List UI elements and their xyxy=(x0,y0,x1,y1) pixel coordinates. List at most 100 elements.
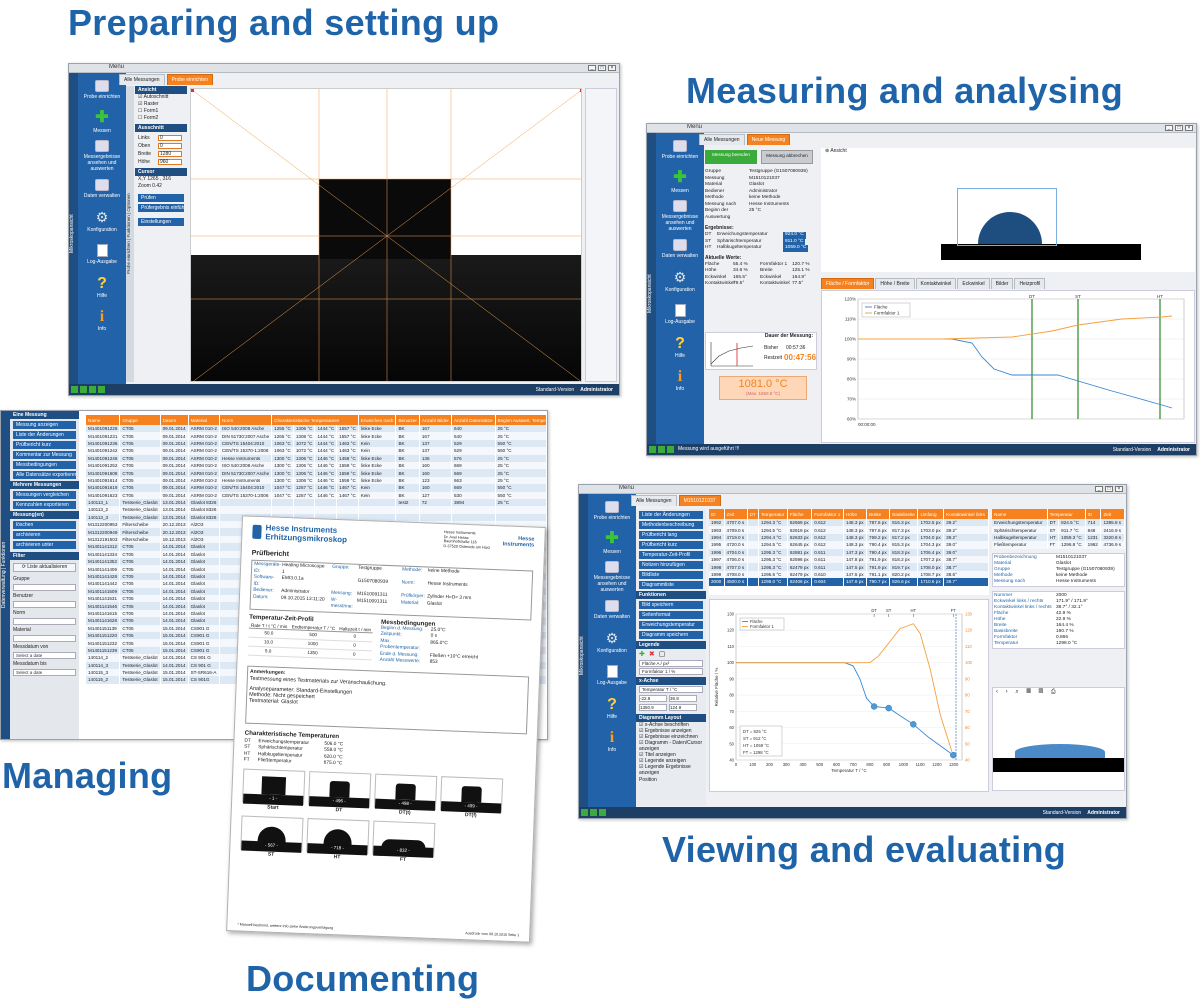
filter-select[interactable] xyxy=(13,601,76,608)
manage-action-button[interactable]: Messbedingungen xyxy=(13,461,76,469)
layout-option[interactable]: ☑ Diagramm - Daten/Cursor anzeigen xyxy=(636,740,706,752)
status-icon[interactable] xyxy=(80,386,87,393)
nav-messen[interactable]: ✚Messen xyxy=(656,166,704,199)
right-scroll-panel[interactable] xyxy=(585,88,617,382)
function-button[interactable]: Liste der Änderungen xyxy=(639,511,703,519)
layout-option[interactable]: ☑ Legende Ergebnisse anzeigen xyxy=(636,764,706,776)
manage-action-button[interactable]: archivieren xyxy=(13,531,76,539)
stop-measure-button[interactable]: Messung beenden xyxy=(705,150,757,164)
column-header[interactable]: Kontaktwinkel links xyxy=(943,509,989,519)
xaxis-select[interactable]: Temperatur T / °C xyxy=(639,686,703,693)
column-header[interactable]: Gruppe xyxy=(119,415,161,425)
column-header[interactable]: Charakteristische Temperaturen xyxy=(271,415,359,425)
date-from-input[interactable]: Select a date xyxy=(13,652,76,659)
image-toolbar[interactable]: ‹ › ⌕ ▦ ▤ ⎙ xyxy=(996,689,1059,695)
nav-data[interactable]: Daten verwalten xyxy=(656,232,704,265)
column-header[interactable]: Anzahl Bilder xyxy=(419,415,452,425)
status-icon[interactable] xyxy=(599,809,606,816)
tab-corner-angle[interactable]: Eckwinkel xyxy=(957,278,990,289)
tab-height-width[interactable]: Höhe / Breite xyxy=(875,278,915,289)
field-breite-input[interactable]: 1280 xyxy=(158,151,182,157)
manage-action-button[interactable]: Prüfbericht kurz xyxy=(13,441,76,449)
function-button[interactable]: Erweichungstemperatur xyxy=(639,621,703,629)
tab-area-formfactor[interactable]: Fläche / Formfaktor xyxy=(821,278,875,289)
function-button[interactable]: Seitenformat xyxy=(639,611,703,619)
minimize-icon[interactable]: _ xyxy=(1095,486,1103,492)
pruefen-button[interactable]: Prüfen xyxy=(138,194,184,202)
nav-log[interactable]: Log-Ausgabe xyxy=(78,238,126,271)
status-icon[interactable] xyxy=(649,446,656,453)
column-header[interactable]: Fläche xyxy=(787,509,813,519)
column-header[interactable]: Breite xyxy=(866,509,891,519)
status-icon[interactable] xyxy=(590,809,597,816)
result-point[interactable] xyxy=(885,704,892,712)
abort-measure-button[interactable]: Messung abbrechen xyxy=(761,150,813,164)
column-header[interactable]: Zeit xyxy=(1100,509,1125,519)
view-image[interactable]: ‹ › ⌕ ▦ ▤ ⎙ xyxy=(992,687,1125,791)
live-camera[interactable]: ⊕ Ansicht xyxy=(821,148,1195,272)
pruefergebnis-button[interactable]: Prüfergebnis einführen xyxy=(138,204,184,212)
column-header[interactable]: Temperatur xyxy=(758,509,788,519)
filter-select[interactable] xyxy=(13,618,76,625)
tab-images[interactable]: Bilder xyxy=(990,278,1014,289)
corner-marker[interactable] xyxy=(191,89,194,92)
maximize-icon[interactable]: □ xyxy=(598,65,606,71)
square-icon[interactable]: ▢ xyxy=(658,651,666,658)
manage-action-button[interactable]: Liste der Änderungen xyxy=(13,431,76,439)
manage-action-button[interactable]: Messungen vergleichen xyxy=(13,491,76,499)
nav-log[interactable]: Log-Ausgabe xyxy=(588,659,636,692)
column-header[interactable]: Formfaktor 1 xyxy=(811,509,844,519)
field-hoehe-input[interactable]: 960 xyxy=(158,159,182,165)
column-header[interactable]: Datum xyxy=(160,415,189,425)
nav-messen[interactable]: ✚Messen xyxy=(588,527,636,560)
opt-raster[interactable]: ☑ Raster xyxy=(138,101,159,107)
tab-all-measurements[interactable]: Alle Messungen xyxy=(119,74,165,85)
status-icon[interactable] xyxy=(658,446,665,453)
minimize-icon[interactable]: _ xyxy=(588,65,596,71)
column-header[interactable]: Beginn Auswert. Temperatur xyxy=(495,415,546,425)
manage-action-button[interactable]: archivieren unter xyxy=(13,541,76,549)
einstellungen-button[interactable]: Einstellungen xyxy=(138,218,184,226)
column-header[interactable]: Erweichen nach xyxy=(358,415,397,425)
xmax-input[interactable]: 1350.9 xyxy=(639,704,667,711)
tab-all-measurements[interactable]: Alle Messungen xyxy=(631,495,677,506)
legend-select-1[interactable]: Fläche A / px² xyxy=(639,660,703,667)
corner-marker[interactable] xyxy=(580,89,582,92)
nav-data[interactable]: Daten verwalten xyxy=(78,172,126,205)
manage-action-button[interactable]: Kommentar zur Messung xyxy=(13,451,76,459)
status-icon[interactable] xyxy=(89,386,96,393)
column-header[interactable]: Name xyxy=(992,509,1048,519)
opt-form2[interactable]: ☐ Form2 xyxy=(138,115,159,121)
column-header[interactable]: DT xyxy=(747,509,760,519)
nav-messen[interactable]: ✚Messen xyxy=(78,106,126,139)
date-to-input[interactable]: Select a date xyxy=(13,669,76,676)
column-header[interactable]: ID xyxy=(709,509,725,519)
nav-help[interactable]: ?Hilfe xyxy=(78,271,126,304)
minimize-icon[interactable]: _ xyxy=(1165,125,1173,131)
function-button[interactable]: Notizen hinzufügen xyxy=(639,561,703,569)
nav-probe[interactable]: Probe einrichten xyxy=(78,73,126,106)
result-point[interactable] xyxy=(910,721,917,728)
maximize-icon[interactable]: □ xyxy=(1175,125,1183,131)
filter-select[interactable] xyxy=(13,584,76,591)
nav-probe[interactable]: Probe einrichten xyxy=(588,494,636,527)
function-button[interactable]: Diagrammliste xyxy=(639,581,703,589)
tab-heat-profile[interactable]: Heizprofil xyxy=(1014,278,1046,289)
layout-option[interactable]: ☑ x-Achse beschriften xyxy=(636,722,706,728)
tab-measurement[interactable]: M1510121037 xyxy=(678,495,721,506)
layout-option[interactable]: ☑ Titel anzeigen xyxy=(636,752,706,758)
close-icon[interactable]: × xyxy=(608,65,616,71)
